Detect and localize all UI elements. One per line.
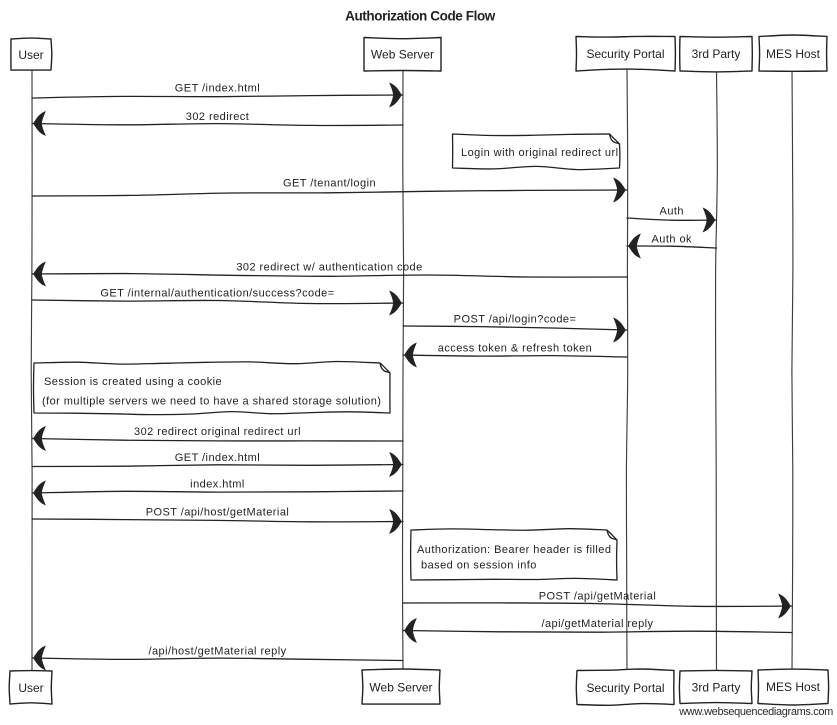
svg-text:based on session info: based on session info (421, 560, 537, 572)
svg-text:3rd Party: 3rd Party (692, 681, 741, 695)
svg-text:Web Server: Web Server (369, 680, 432, 694)
svg-text:access token & refresh token: access token & refresh token (438, 343, 592, 355)
svg-text:GET /internal/authentication/s: GET /internal/authentication/success?cod… (100, 288, 334, 300)
svg-text:POST /api/login?code=: POST /api/login?code= (454, 314, 577, 326)
svg-text:Auth: Auth (660, 206, 684, 218)
svg-text:GET /index.html: GET /index.html (175, 83, 260, 95)
svg-text:www.websequencediagrams.com: www.websequencediagrams.com (678, 706, 833, 718)
svg-text:Web Server: Web Server (371, 48, 434, 62)
svg-text:Auth ok: Auth ok (652, 234, 693, 246)
svg-text:User: User (18, 48, 43, 62)
svg-text:(for multiple servers we need: (for multiple servers we need to have a … (42, 396, 381, 408)
svg-text:302 redirect w/ authentication: 302 redirect w/ authentication code (236, 262, 422, 274)
svg-text:/api/getMaterial reply: /api/getMaterial reply (541, 618, 653, 630)
svg-text:3rd Party: 3rd Party (692, 47, 741, 61)
svg-text:POST /api/getMaterial: POST /api/getMaterial (539, 591, 656, 603)
svg-text:Security Portal: Security Portal (586, 47, 664, 61)
svg-text:Security Portal: Security Portal (586, 681, 664, 695)
svg-text:MES Host: MES Host (766, 680, 821, 694)
svg-text:Login with original redirect u: Login with original redirect url (461, 147, 618, 159)
svg-text:/api/host/getMaterial reply: /api/host/getMaterial reply (148, 646, 286, 658)
svg-text:Authorization: Bearer header i: Authorization: Bearer header is filled (417, 544, 611, 556)
svg-text:GET /index.html: GET /index.html (175, 452, 260, 464)
svg-text:index.html: index.html (190, 479, 245, 491)
svg-text:User: User (18, 681, 43, 695)
svg-text:POST /api/host/getMaterial: POST /api/host/getMaterial (146, 507, 290, 519)
svg-text:Authorization Code Flow: Authorization Code Flow (345, 9, 496, 24)
svg-text:GET /tenant/login: GET /tenant/login (283, 178, 376, 190)
svg-text:Session is created using a coo: Session is created using a cookie (44, 376, 222, 388)
svg-text:302 redirect original redirect: 302 redirect original redirect url (134, 426, 301, 438)
svg-text:MES Host: MES Host (766, 47, 821, 61)
svg-text:302 redirect: 302 redirect (186, 111, 250, 123)
